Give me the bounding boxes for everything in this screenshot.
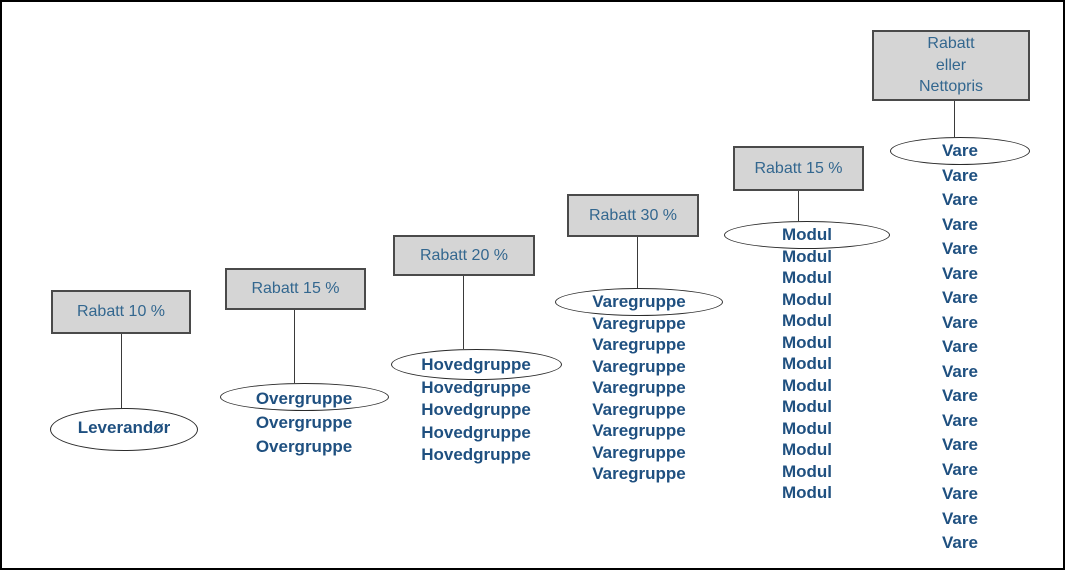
rabatt-box-vare: Rabatt eller Nettopris (872, 30, 1030, 101)
item-label-modul: Modul (781, 483, 833, 502)
item-label-modul: Modul (781, 461, 833, 481)
item-label-vare: Vare (942, 533, 978, 552)
item-label-vare: Vare (942, 141, 978, 160)
connector-line-vare (954, 101, 955, 137)
item-label-modul: Modul (781, 246, 833, 266)
item-label-vare: Vare (942, 165, 978, 185)
item-label-vare: Vare (942, 484, 978, 503)
item-label-hovedgruppe: Hovedgruppe (421, 355, 531, 374)
item-label-varegruppe: Varegruppe (592, 399, 686, 419)
level-ellipse-leverandor (50, 408, 198, 451)
rabatt-box-modul: Rabatt 15 % (733, 146, 864, 191)
item-label-vare: Vare (942, 361, 978, 381)
item-label-vare: Vare (942, 508, 978, 528)
item-label-hovedgruppe: Hovedgruppe (421, 400, 531, 419)
connector-line-modul (798, 191, 799, 221)
item-label-vare: Vare (942, 410, 978, 430)
item-label-modul: Modul (781, 225, 833, 244)
item-label-vare: Vare (942, 435, 978, 454)
connector-line-leverandor (121, 334, 122, 408)
level-ellipse-hovedgruppe (391, 349, 562, 380)
item-label-modul: Modul (781, 418, 833, 438)
item-label-varegruppe: Varegruppe (592, 292, 686, 311)
item-label-overgruppe: Overgruppe (255, 413, 353, 432)
item-label-hovedgruppe: Hovedgruppe (421, 445, 531, 464)
item-label-varegruppe: Varegruppe (592, 442, 686, 462)
item-label-modul: Modul (781, 397, 833, 416)
rabatt-box-leverandor: Rabatt 10 % (51, 290, 191, 334)
item-label-varegruppe: Varegruppe (592, 356, 686, 376)
level-ellipse-vare (890, 137, 1030, 165)
item-label-modul: Modul (781, 332, 833, 352)
item-label-hovedgruppe: Hovedgruppe (421, 377, 531, 397)
level-ellipse-overgruppe (220, 383, 389, 411)
item-label-modul: Modul (781, 354, 833, 373)
level-ellipse-modul (724, 221, 890, 249)
item-label-vare: Vare (942, 214, 978, 234)
rabatt-box-varegruppe: Rabatt 30 % (567, 194, 699, 237)
connector-line-overgruppe (294, 310, 295, 383)
item-label-vare: Vare (942, 263, 978, 283)
item-list-leverandor: Leverandør (34, 416, 214, 440)
item-label-modul: Modul (781, 311, 833, 330)
item-label-vare: Vare (942, 312, 978, 332)
item-label-modul: Modul (781, 268, 833, 287)
item-label-varegruppe: Varegruppe (592, 464, 686, 483)
rabatt-box-hovedgruppe: Rabatt 20 % (393, 235, 535, 276)
item-label-hovedgruppe: Hovedgruppe (421, 422, 531, 442)
item-label-varegruppe: Varegruppe (592, 313, 686, 333)
item-label-vare: Vare (942, 190, 978, 209)
item-label-modul: Modul (781, 289, 833, 309)
item-label-vare: Vare (942, 239, 978, 258)
item-label-varegruppe: Varegruppe (592, 335, 686, 354)
rabatt-box-overgruppe: Rabatt 15 % (225, 268, 366, 310)
item-label-overgruppe: Overgruppe (255, 389, 353, 408)
connector-line-hovedgruppe (463, 276, 464, 349)
item-label-modul: Modul (781, 375, 833, 395)
item-label-vare: Vare (942, 288, 978, 307)
item-label-leverandor: Leverandør (77, 418, 171, 437)
item-label-overgruppe: Overgruppe (255, 437, 353, 456)
connector-line-varegruppe (637, 237, 638, 288)
item-label-vare: Vare (942, 386, 978, 405)
item-label-vare: Vare (942, 459, 978, 479)
level-ellipse-varegruppe (555, 288, 723, 316)
item-label-modul: Modul (781, 440, 833, 459)
item-label-varegruppe: Varegruppe (592, 378, 686, 397)
item-label-varegruppe: Varegruppe (592, 421, 686, 440)
item-label-vare: Vare (942, 337, 978, 356)
